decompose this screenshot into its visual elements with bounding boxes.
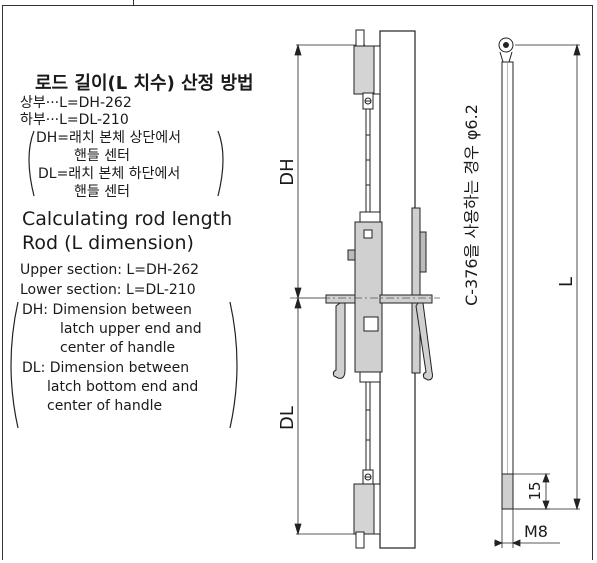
korean-title: 로드 길이(L 치수) 산정 방법 [35,73,254,94]
english-upper-formula: Upper section: L=DH-262 [20,262,200,278]
english-dl-definition-1: DL: Dimension between [22,360,190,376]
lower-rod [365,382,371,470]
upper-latch [353,29,381,110]
korean-dl-definition-2: 핸들 센터 [74,184,130,200]
korean-upper-formula: 상부···L=DH-262 [20,95,132,111]
korean-dl-definition: DL=래치 본체 하단에서 [38,166,181,182]
drawing-frame [2,5,593,560]
english-dh-definition-3: center of handle [60,340,176,356]
english-left-bracket [10,301,19,429]
lower-latch [353,469,381,549]
english-title-1: Calculating rod length [22,208,233,230]
door-edge-panel [379,30,416,549]
rod-diameter-note: C-376을 사용하는 경우 φ6.2 [462,104,481,306]
handle [325,207,433,381]
korean-right-bracket [217,130,224,197]
korean-dh-definition-2: 핸들 센터 [74,148,130,164]
thread-label: M8 [524,522,548,541]
english-right-bracket [229,301,238,429]
english-lower-formula: Lower section: L=DL-210 [20,282,196,298]
dh-label: DH [277,158,298,185]
english-dl-definition-3: center of handle [47,398,163,414]
english-dl-definition-2: latch bottom end and [47,379,199,395]
frame-tick-mark [133,0,134,6]
korean-lower-formula: 하부···L=DL-210 [20,112,129,128]
english-title-2: Rod (L dimension) [22,232,194,254]
l-label: L [556,277,577,287]
rod-detail [498,37,514,510]
english-dh-definition-1: DH: Dimension between [22,302,192,318]
upper-rod [365,109,371,212]
lock-body [347,211,383,383]
dl-label: DL [277,406,298,430]
end-length-label: 15 [526,481,544,500]
korean-left-bracket [28,130,35,197]
korean-dh-definition: DH=래치 본체 상단에서 [36,130,181,146]
english-dh-definition-2: latch upper end and [60,321,202,337]
end-length-dimension [513,472,550,511]
l-dimension [515,43,581,511]
thread-dimension [494,509,560,548]
